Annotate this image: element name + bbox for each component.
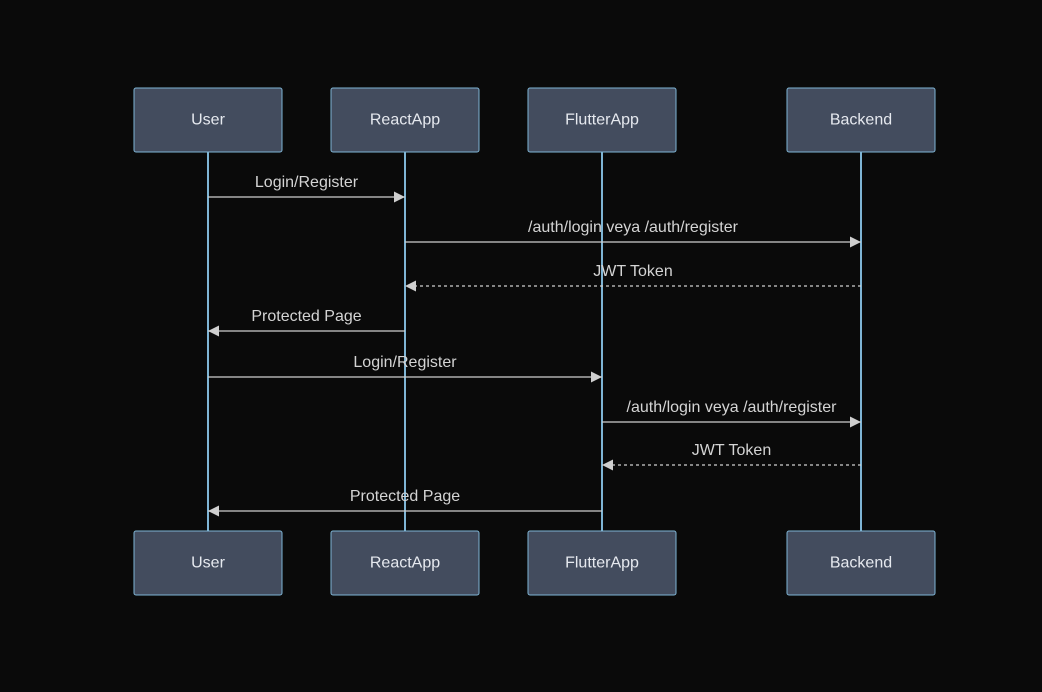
actor-label: User <box>191 555 225 572</box>
lifelines <box>207 152 862 531</box>
actor-label: FlutterApp <box>565 555 639 572</box>
actor-bottom-reactapp: ReactApp <box>330 530 480 596</box>
message-2: /auth/login veya /auth/register <box>405 219 861 248</box>
actor-label: ReactApp <box>370 555 440 572</box>
actor-label: ReactApp <box>370 112 440 129</box>
actors-top: User ReactApp FlutterApp Backend <box>133 87 936 153</box>
actor-top-reactapp: ReactApp <box>330 87 480 153</box>
message-4: Protected Page <box>208 308 405 337</box>
message-3: JWT Token <box>405 263 861 292</box>
actor-bottom-backend: Backend <box>786 530 936 596</box>
message-5: Login/Register <box>208 354 602 383</box>
actors-bottom: User ReactApp FlutterApp Backend <box>133 530 936 596</box>
actor-box <box>133 87 283 153</box>
actor-box <box>330 530 480 596</box>
actor-box <box>527 87 677 153</box>
actor-bottom-user: User <box>133 530 283 596</box>
actor-label: Backend <box>830 112 892 129</box>
actor-label: FlutterApp <box>565 112 639 129</box>
message-1: Login/Register <box>208 174 405 203</box>
actor-label: Backend <box>830 555 892 572</box>
message-label: Protected Page <box>350 488 460 505</box>
message-label: JWT Token <box>692 442 771 459</box>
message-8: Protected Page <box>208 488 602 517</box>
actor-box <box>330 87 480 153</box>
message-label: Protected Page <box>251 308 361 325</box>
message-6: /auth/login veya /auth/register <box>602 399 861 428</box>
actor-box <box>786 87 936 153</box>
actor-box <box>527 530 677 596</box>
message-label: Login/Register <box>255 174 359 191</box>
actor-top-backend: Backend <box>786 87 936 153</box>
actor-label: User <box>191 112 225 129</box>
message-label: /auth/login veya /auth/register <box>627 399 838 416</box>
messages: Login/Register/auth/login veya /auth/reg… <box>208 174 861 517</box>
actor-box <box>133 530 283 596</box>
actor-box <box>786 530 936 596</box>
message-label: /auth/login veya /auth/register <box>528 219 739 236</box>
message-7: JWT Token <box>602 442 861 471</box>
actor-bottom-flutterapp: FlutterApp <box>527 530 677 596</box>
actor-top-user: User <box>133 87 283 153</box>
message-label: JWT Token <box>593 263 672 280</box>
actor-top-flutterapp: FlutterApp <box>527 87 677 153</box>
message-label: Login/Register <box>353 354 457 371</box>
